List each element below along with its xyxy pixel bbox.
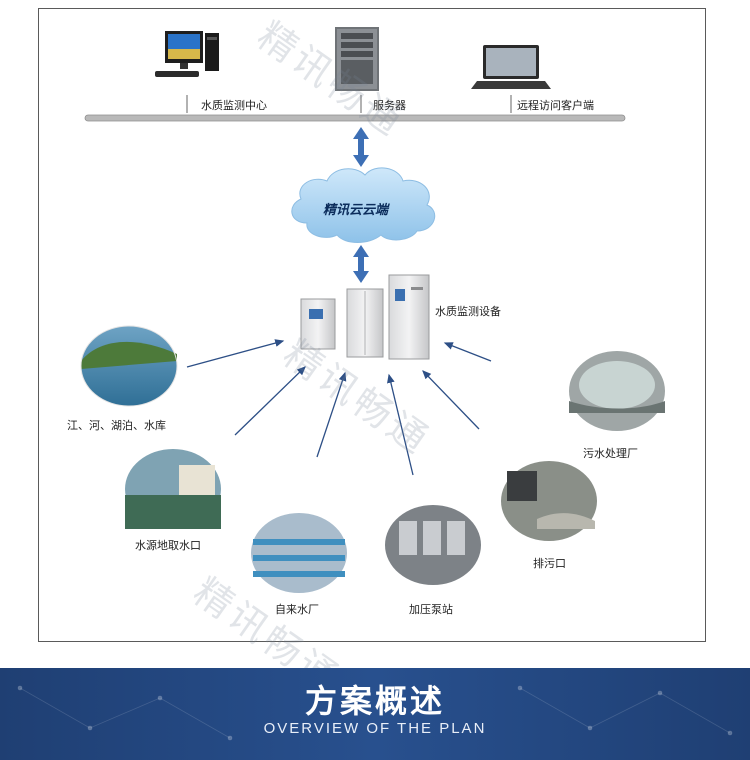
site-photo-sewage-plant xyxy=(569,351,665,431)
site-photo-pump-station xyxy=(385,505,481,585)
banner-network-pattern xyxy=(17,685,733,741)
banner-subtitle: OVERVIEW OF THE PLAN xyxy=(263,720,487,737)
label-source-intake: 水源地取水口 xyxy=(135,539,201,552)
label-rivers-lakes: 江、河、湖泊、水库 xyxy=(67,419,166,432)
bus-cloud-double-arrow xyxy=(353,127,369,167)
label-waterworks: 自来水厂 xyxy=(275,603,319,616)
server-tower-icon xyxy=(335,27,379,91)
site-photo-outfall xyxy=(501,461,597,541)
diagram-canvas xyxy=(80,27,665,593)
overview-banner: 方案概述 OVERVIEW OF THE PLAN xyxy=(0,668,750,760)
cloud-label: 精讯云云端 xyxy=(323,203,389,218)
label-server: 服务器 xyxy=(373,99,406,112)
label-monitor-center: 水质监测中心 xyxy=(201,99,267,112)
site-photo-rivers-lakes xyxy=(80,325,178,407)
cabinet-icon xyxy=(300,274,430,360)
diagram-frame: 水质监测中心 服务器 远程访问客户端 精讯云云端 水质监测设备 江、河、湖泊、水… xyxy=(38,8,706,702)
cloud-icon xyxy=(291,167,436,243)
site-photo-waterworks xyxy=(251,513,347,593)
label-equipment: 水质监测设备 xyxy=(435,305,501,318)
cloud-equipment-double-arrow xyxy=(353,245,369,283)
network-bus xyxy=(84,114,626,122)
label-pump-station: 加压泵站 xyxy=(409,603,453,616)
laptop-icon xyxy=(471,45,551,89)
label-outfall: 排污口 xyxy=(533,557,566,570)
label-remote-client: 远程访问客户端 xyxy=(517,99,594,112)
desktop-computer-icon xyxy=(155,31,219,77)
label-sewage-plant: 污水处理厂 xyxy=(583,447,638,460)
site-photo-source-intake xyxy=(125,449,221,529)
banner-title: 方案概述 xyxy=(304,682,445,720)
site-arrows xyxy=(186,339,492,476)
